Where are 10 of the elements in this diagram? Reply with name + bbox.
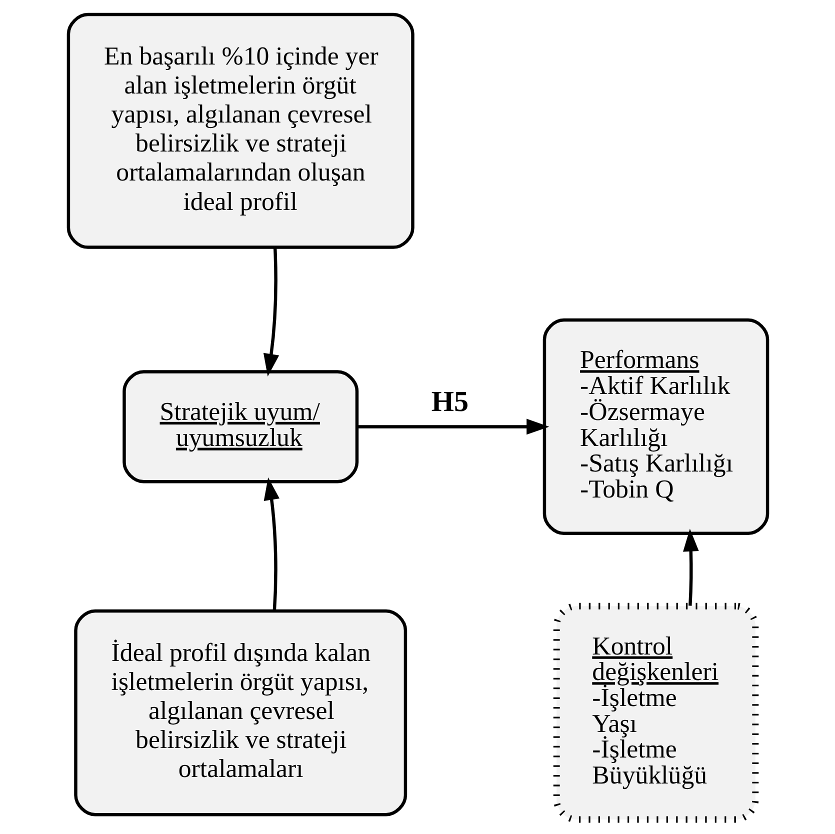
node-box: Kontrol değişkenleri -İşletme Yaşı -İşletme Büyüklüğü [552, 602, 758, 823]
arrow [263, 477, 279, 611]
arrow [356, 418, 549, 435]
node-box: En başarılı %10 içinde yer alan işletmelerin örgüt yapısı, algılanan çevresel belirsizlik ve strateji ortalamalarından oluşan ideal profil [66, 12, 414, 249]
node-box: Stratejik uyum/ uyumsuzluk [122, 370, 358, 484]
arrow [262, 247, 279, 377]
node-box: Performans -Aktif Karlılık -Özsermaye Karlılığı -Satış Karlılığı -Tobin Q [542, 318, 769, 535]
node-box: İdeal profil dışında kalan işletmelerin örgüt yapısı, algılanan çevresel belirsizlik ve strateji ortalamaları [74, 609, 407, 816]
edge-label: H5 [430, 386, 468, 418]
arrow [682, 528, 698, 606]
